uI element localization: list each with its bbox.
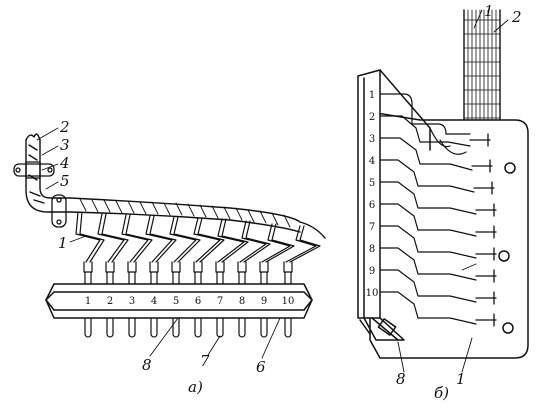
terminal-number: 5 (369, 178, 375, 189)
lower-pins-a (84, 317, 292, 338)
terminal-number: 4 (151, 296, 157, 307)
terminal-number: 4 (369, 156, 375, 167)
callout-label: 1 (456, 370, 466, 388)
cable-wires-b (463, 9, 501, 136)
leader-lines-b (397, 9, 509, 373)
terminal-number: 9 (261, 296, 267, 307)
terminal-number: 10 (282, 296, 295, 307)
callout-label: 3 (60, 136, 70, 154)
terminal-number: 10 (366, 288, 379, 299)
terminal-number: 1 (369, 90, 375, 101)
terminal-number: 6 (195, 296, 201, 307)
callout-label: 4 (59, 154, 70, 172)
terminal-numbers-a: 1 2 3 4 5 6 7 8 9 10 (85, 296, 295, 307)
mounting-plate-b (369, 111, 529, 359)
terminal-number: 8 (239, 296, 245, 307)
clamp-3-4 (13, 161, 55, 179)
panel-a: 1 2 3 4 5 6 7 8 9 10 (13, 118, 326, 396)
callout-label: 8 (396, 370, 406, 388)
bundle-hatching-a (79, 198, 291, 228)
studs-b (469, 133, 497, 327)
panel-a-caption: а) (188, 378, 203, 396)
terminal-block-a (45, 283, 313, 319)
terminal-numbers-b: 1 2 3 4 5 6 7 8 9 10 (366, 90, 379, 299)
terminal-number: 2 (107, 296, 113, 307)
callout-label: 6 (256, 358, 266, 376)
terminal-number: 3 (129, 296, 135, 307)
terminal-number: 8 (369, 244, 375, 255)
terminal-number: 1 (85, 296, 91, 307)
terminal-number: 7 (217, 296, 223, 307)
callout-label: 5 (60, 172, 70, 190)
panel-b: 1 2 3 4 5 6 7 8 9 10 (357, 2, 529, 402)
callout-label: 8 (142, 356, 152, 374)
callout-label: 1 (484, 2, 494, 20)
callout-label: 2 (59, 118, 70, 136)
terminal-number: 7 (369, 222, 375, 233)
callout-label: 2 (511, 8, 522, 26)
terminal-number: 3 (369, 134, 375, 145)
wire-lugs-a (83, 261, 293, 285)
branch-wires-b (379, 93, 477, 325)
callouts-a: 2 3 4 5 1 6 7 8 (58, 118, 266, 376)
terminal-strip-b (357, 69, 431, 341)
terminal-number: 6 (369, 200, 375, 211)
panel-b-caption: б) (434, 384, 449, 402)
callout-label: 1 (58, 234, 68, 252)
branch-wires-a (75, 211, 321, 263)
leader-lines-a (36, 127, 281, 359)
callouts-b: 1 2 8 1 (396, 2, 522, 388)
clamp-5 (51, 194, 67, 228)
cable-bundle-a (25, 133, 326, 239)
terminal-number: 2 (369, 112, 375, 123)
terminal-number: 9 (369, 266, 375, 277)
terminal-number: 5 (173, 296, 179, 307)
callout-label: 7 (200, 352, 210, 370)
